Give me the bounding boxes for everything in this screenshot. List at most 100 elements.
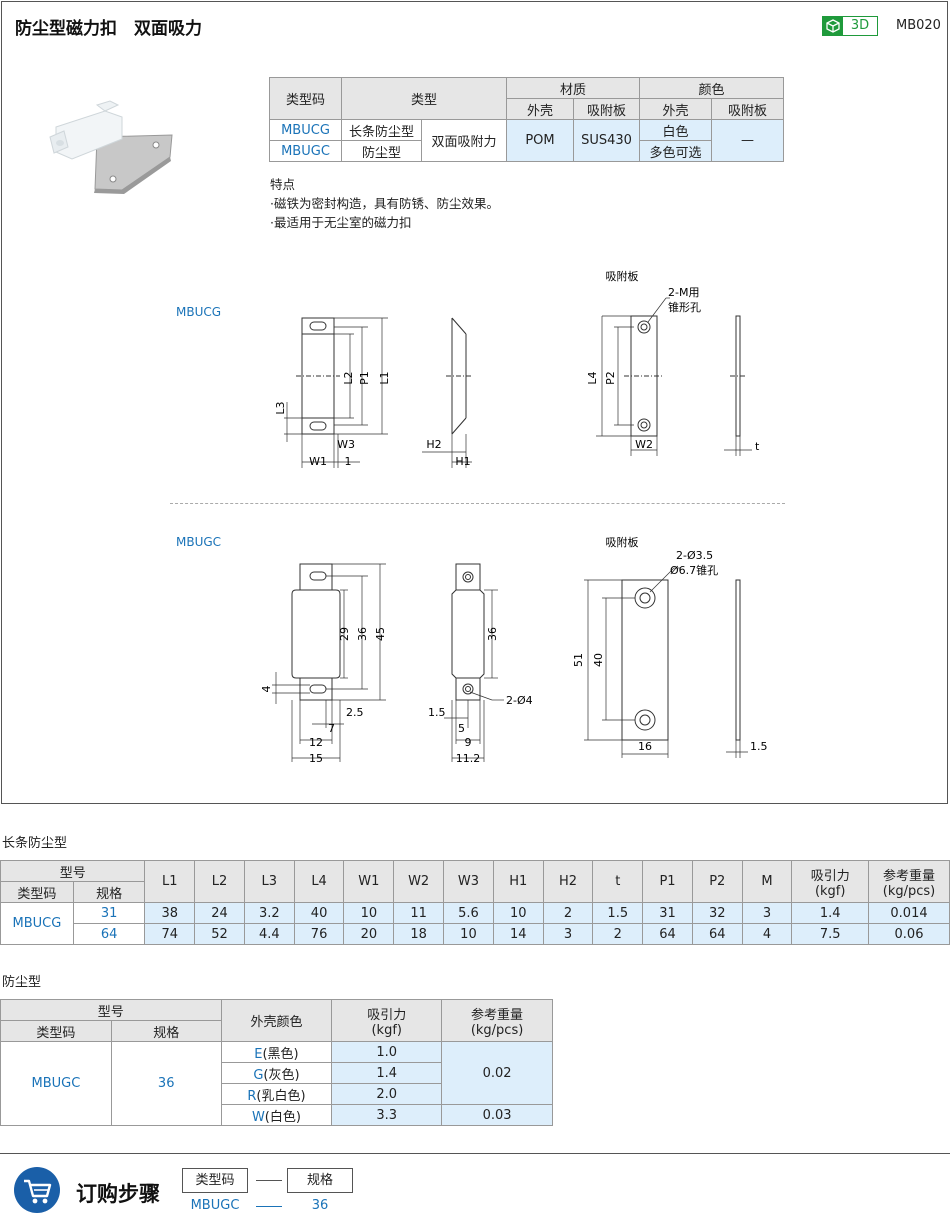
- dim-p1: P1: [358, 371, 371, 385]
- table-cell: 64: [691, 923, 743, 945]
- table-cell: 52: [194, 923, 245, 945]
- features-title: 特点: [270, 177, 296, 192]
- type-code-link[interactable]: MBUCG: [0, 902, 74, 945]
- dim-11-2: 11.2: [456, 752, 481, 765]
- table-cell: 1.4: [791, 902, 870, 924]
- dim-w3: W3: [337, 438, 355, 451]
- table-cell: 10: [343, 902, 395, 924]
- th-weight: 参考重量 (kg/pcs): [441, 999, 553, 1042]
- th-model: 型号: [0, 999, 222, 1021]
- dim-l3: L3: [274, 401, 287, 414]
- table-cell: 20: [343, 923, 395, 945]
- th-type-code: 类型码: [0, 881, 74, 903]
- color-option[interactable]: E(黑色): [220, 1041, 333, 1063]
- table-cell: 11: [393, 902, 445, 924]
- feature-item: ·最适用于无尘室的磁力扣: [270, 215, 412, 230]
- color-name: (灰色): [263, 1067, 300, 1083]
- table-cell: 40: [293, 902, 345, 924]
- table-cell: 76: [293, 923, 345, 945]
- dim-l2: L2: [342, 371, 355, 384]
- table-cell: 31: [642, 902, 693, 924]
- dim-36: 36: [356, 627, 369, 641]
- spec-link[interactable]: 36: [110, 1041, 222, 1126]
- th-col: L4: [293, 860, 345, 903]
- section-title-c: 防尘型: [2, 975, 42, 990]
- table-cell: 18: [393, 923, 445, 945]
- color-name: (黑色): [262, 1046, 299, 1062]
- table-cell: 3.3: [331, 1104, 443, 1126]
- spec-table-mbucg: 型号 L1 L2 L3 L4 W1 W2 W3 H1 H2 t P1 P2 M …: [0, 860, 950, 945]
- hole-note: 2-M用: [668, 286, 699, 299]
- th-mat-shell: 外壳: [506, 98, 574, 120]
- cube-icon: [823, 17, 843, 35]
- th-force-2: (kgf): [371, 1022, 402, 1038]
- dim-w1: W1: [309, 455, 327, 468]
- order-value-spec: 36: [311, 1198, 329, 1213]
- th-col: H1: [492, 860, 544, 903]
- th-col: P2: [691, 860, 743, 903]
- shared-type: 双面吸附力: [421, 119, 507, 162]
- table-cell: 5.6: [443, 902, 494, 924]
- table-cell: 74: [144, 923, 196, 945]
- type-code-link[interactable]: MBUCG: [269, 119, 342, 141]
- order-box-spec: 规格: [287, 1168, 353, 1193]
- color-shell: 多色可选: [639, 140, 712, 162]
- th-weight: 参考重量 (kg/pcs): [868, 860, 950, 903]
- side-hole-note: 2-Ø4: [506, 694, 533, 707]
- type-code-link[interactable]: MBUGC: [0, 1041, 112, 1126]
- th-col: H2: [542, 860, 594, 903]
- dim-h2: H2: [426, 438, 441, 451]
- dim-7: 7: [328, 722, 335, 735]
- table-cell: 1.0: [331, 1041, 443, 1063]
- 3d-label: 3D: [850, 18, 870, 33]
- dim-12: 12: [309, 736, 323, 749]
- color-option[interactable]: W(白色): [220, 1104, 333, 1126]
- mat-shell: POM: [506, 119, 574, 162]
- dim-51: 51: [572, 653, 585, 667]
- mbugc-drawing: 29 36 45 4 2.5 7 12 15 36 1.5 5 9 11.2 2…: [260, 535, 768, 765]
- type-name: 防尘型: [341, 140, 422, 162]
- th-force-1: 吸引力: [810, 868, 850, 884]
- plate-label: 吸附板: [606, 535, 639, 549]
- dim-15: 15: [309, 752, 323, 765]
- th-spec: 规格: [72, 881, 146, 903]
- th-col: W2: [393, 860, 445, 903]
- th-col: t: [592, 860, 644, 903]
- cart-icon: [14, 1167, 60, 1213]
- dim-2-5: 2.5: [346, 706, 364, 719]
- spec-link[interactable]: 31: [72, 902, 146, 924]
- dim-l4: L4: [586, 371, 599, 384]
- feature-item: ·磁铁为密封构造，具有防锈、防尘效果。: [270, 196, 499, 211]
- page-title: 防尘型磁力扣 双面吸力: [15, 19, 202, 39]
- table-cell: 2: [592, 923, 644, 945]
- table-cell: 4.4: [243, 923, 295, 945]
- divider: [170, 503, 785, 504]
- dim-29: 29: [338, 627, 351, 641]
- color-option[interactable]: R(乳白色): [220, 1083, 333, 1105]
- order-title: 订购步骤: [76, 1182, 160, 1206]
- th-color-shell: 外壳: [639, 98, 712, 120]
- color-option[interactable]: G(灰色): [220, 1062, 333, 1084]
- plate-label: 吸附板: [606, 269, 639, 283]
- th-weight-1: 参考重量: [883, 868, 936, 884]
- table-cell: 2: [542, 902, 594, 924]
- order-box-type-code: 类型码: [182, 1168, 248, 1193]
- dim-one: 1: [345, 455, 352, 468]
- order-steps: 订购步骤 类型码 规格 MBUGC 36: [0, 1153, 950, 1226]
- hole-note: 锥形孔: [668, 301, 701, 314]
- table-cell: 2.0: [331, 1083, 443, 1105]
- table-cell: 14: [492, 923, 544, 945]
- catalog-code: MB020: [896, 18, 941, 33]
- mat-plate: SUS430: [573, 119, 640, 162]
- dim-p2: P2: [604, 371, 617, 385]
- order-connector: [256, 1206, 282, 1207]
- th-force-1: 吸引力: [367, 1007, 407, 1023]
- type-code-link[interactable]: MBUGC: [269, 140, 342, 162]
- spec-link[interactable]: 64: [72, 923, 146, 945]
- th-col: P1: [642, 860, 693, 903]
- section-title-g: 长条防尘型: [2, 836, 68, 851]
- table-cell: 7.5: [791, 923, 870, 945]
- mbucg-drawing: L1 P1 L2 L3 W1 1 W3 H2 H1 L4 P2 W2 t 吸附板…: [274, 269, 760, 468]
- 3d-model-button[interactable]: 3D: [822, 16, 878, 36]
- th-col: W1: [343, 860, 395, 903]
